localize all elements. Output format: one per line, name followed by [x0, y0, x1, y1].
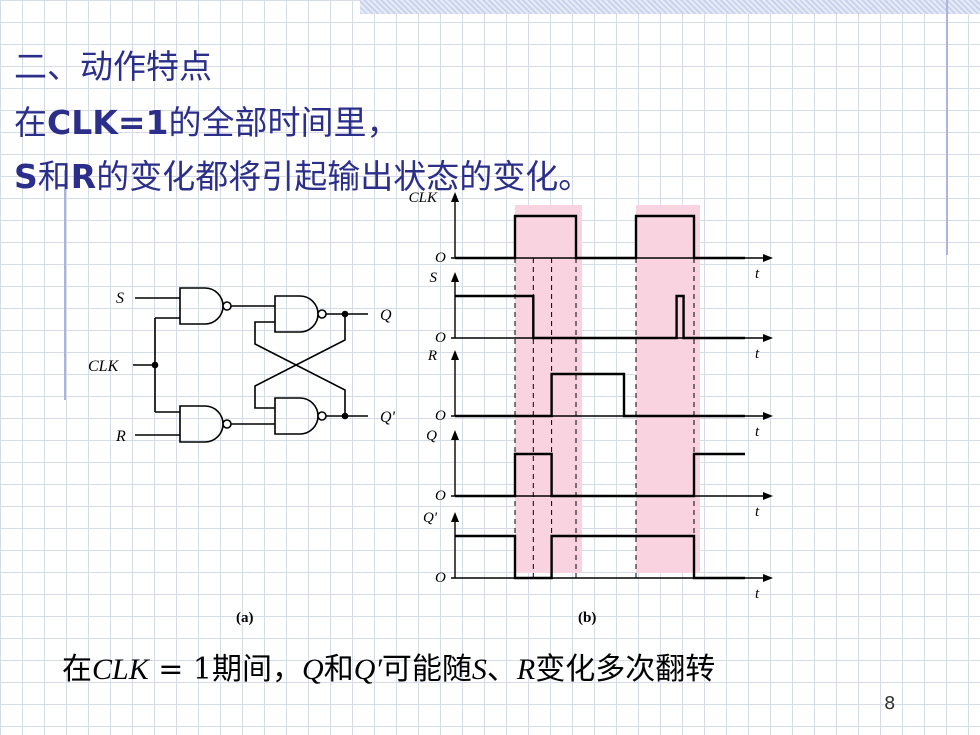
time-axis-arrow-2 [763, 412, 773, 420]
waveform-clk [455, 214, 745, 260]
signal-name-4: Q' [423, 510, 438, 526]
signal-axis-arrow-2 [451, 350, 459, 360]
clk-high-highlight-0 [515, 205, 582, 573]
origin-label-2: O [435, 408, 446, 424]
sr-latch-circuit [133, 287, 368, 443]
signal-name-1: S [430, 270, 438, 286]
signal-name-3: Q [426, 428, 437, 444]
signal-axis-arrow-3 [451, 430, 459, 440]
label-clk: CLK [88, 358, 120, 375]
label-s: S [116, 290, 124, 307]
signal-axis-arrow-4 [451, 512, 459, 522]
decorative-vertical-line-right [946, 0, 948, 255]
waveform-q [455, 452, 745, 498]
page-number: 8 [884, 693, 896, 714]
label-r: R [115, 428, 126, 445]
g3-inversion-bubble [317, 309, 327, 319]
time-label-4: t [755, 586, 760, 602]
g4-inversion-bubble [317, 411, 327, 421]
g2-inversion-bubble [222, 419, 232, 429]
statement-line-1: 在CLK=1的全部时间里， [14, 103, 400, 142]
nand-gate-g3 [274, 295, 319, 333]
nand-gate-g4 [274, 397, 319, 435]
waveform-qn [455, 534, 745, 580]
time-label-0: t [755, 266, 760, 282]
origin-label-4: O [435, 570, 446, 586]
origin-label-1: O [435, 330, 446, 346]
caption-a: (a) [236, 610, 254, 626]
cross-feedback-qn [254, 321, 346, 416]
signal-axis-arrow-1 [451, 272, 459, 282]
time-axis-arrow-4 [763, 574, 773, 582]
cross-feedback-q [254, 314, 346, 409]
time-label-3: t [755, 504, 760, 520]
clk-junction-dot [151, 361, 159, 369]
nand-gate-g2 [179, 405, 224, 443]
time-label-2: t [755, 424, 760, 440]
label-qn: Q' [380, 409, 396, 426]
signal-name-0: CLK [409, 190, 438, 206]
waveform-s [455, 294, 745, 340]
origin-label-3: O [435, 488, 446, 504]
signal-axis-arrow-0 [451, 192, 459, 202]
waveform-r [455, 372, 745, 418]
decorative-vertical-line-left [64, 170, 66, 400]
g1-inversion-bubble [222, 301, 232, 311]
time-axis-arrow-3 [763, 492, 773, 500]
top-decorative-band [360, 0, 980, 14]
label-q: Q [380, 307, 392, 324]
section-heading: 二、动作特点 [14, 47, 212, 86]
nand-gate-g1 [179, 287, 224, 325]
clk-high-highlight-1 [636, 205, 700, 573]
time-axis-arrow-0 [763, 254, 773, 262]
signal-name-2: R [427, 348, 437, 364]
bottom-caption: 在CLK = 1期间，Q和Q′可能随S、R变化多次翻转 [62, 652, 716, 687]
statement-line-2: S和R的变化都将引起输出状态的变化。 [14, 157, 592, 196]
caption-b: (b) [578, 610, 596, 626]
time-axis-arrow-1 [763, 334, 773, 342]
origin-label-0: O [435, 250, 446, 266]
time-label-1: t [755, 346, 760, 362]
